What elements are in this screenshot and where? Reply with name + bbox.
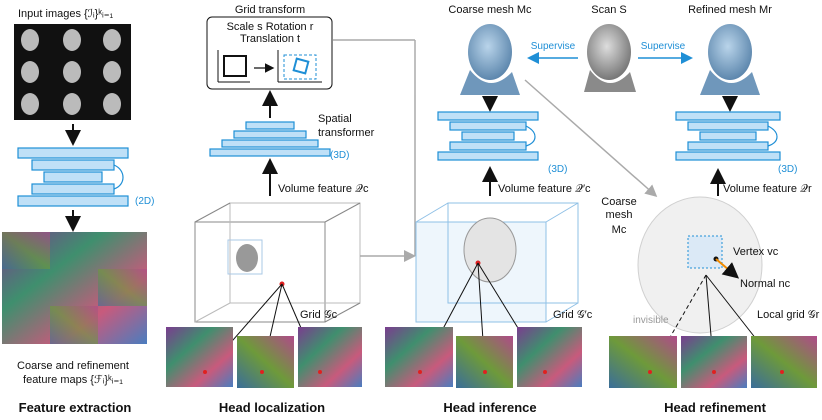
spatial-transformer-1: Spatial — [318, 113, 352, 125]
volume-feature-qr: Volume feature 𝒬r — [723, 183, 812, 195]
refined-mesh-head — [700, 24, 760, 95]
volume-feature-qc-prime: Volume feature 𝒬′c — [498, 183, 591, 195]
feature-maps-grid — [2, 232, 147, 344]
coarse-mesh-1: Coarse — [601, 196, 636, 208]
feature-maps-label-1: Coarse and refinement — [17, 360, 129, 372]
feature-extraction-column: Input images {ℐᵢ}ᵏᵢ₌₁ (2D) Coarse an — [2, 8, 154, 415]
input-images-label: Input images {ℐᵢ}ᵏᵢ₌₁ — [18, 8, 114, 20]
refinement-feature-samples — [609, 336, 817, 388]
local-grid-label: Local grid 𝒢r — [757, 309, 820, 321]
grid-transform-title: Grid transform — [235, 4, 305, 16]
spatial-net-tag: (3D) — [330, 150, 349, 161]
grid-gc: Grid 𝒢c — [300, 309, 338, 321]
scan-head — [584, 24, 636, 92]
inference-net — [437, 111, 539, 161]
inference-feature-samples — [385, 327, 582, 388]
grid-gc-prime: Grid 𝒢′c — [553, 309, 593, 321]
spatial-transformer-2: transformer — [318, 127, 375, 139]
refinement-net — [675, 111, 781, 161]
supervise-right-label: Supervise — [641, 41, 686, 52]
supervise-left-label: Supervise — [531, 41, 576, 52]
encoder-2d-tag: (2D) — [135, 196, 154, 207]
coarse-mesh-3: Mc — [612, 224, 627, 236]
inference-net-tag: (3D) — [548, 164, 567, 175]
feature-extraction-title: Feature extraction — [19, 400, 132, 415]
input-images-grid — [14, 24, 131, 120]
refinement-net-tag: (3D) — [778, 164, 797, 175]
coarse-mesh-head — [460, 24, 520, 95]
head-refinement-column: Scan S Refined mesh Mr Supervise (3D) Vo… — [524, 4, 820, 415]
encoder-2d — [17, 147, 129, 207]
refinement-mesh-closeup — [637, 196, 763, 334]
grid-transform-box — [206, 16, 333, 90]
localization-feature-samples — [166, 327, 362, 388]
head-inference-title: Head inference — [443, 400, 536, 415]
localization-volume-cube — [194, 202, 361, 323]
normal-label: Normal nc — [740, 278, 791, 290]
vertex-label: Vertex vc — [733, 246, 779, 258]
coarse-mesh-2: mesh — [606, 209, 633, 221]
grid-transform-sketch — [217, 50, 322, 83]
coarse-mesh-label: Coarse mesh Mc — [448, 4, 532, 16]
invisible-label: invisible — [633, 315, 669, 326]
head-inference-column: Coarse mesh Mc Supervise (3D) Volume fea… — [360, 4, 593, 415]
grid-transform-line1: Scale s Rotation r — [227, 21, 314, 33]
volume-feature-qc: Volume feature 𝒬c — [278, 183, 369, 195]
scan-label: Scan S — [591, 4, 626, 16]
head-localization-title: Head localization — [219, 400, 325, 415]
inference-volume-cube — [415, 202, 579, 323]
spatial-transformer-net — [209, 121, 331, 157]
grid-transform-line2: Translation t — [240, 33, 300, 45]
head-localization-column: Grid transform Scale s Rotation r Transl… — [166, 4, 416, 415]
refined-mesh-label: Refined mesh Mr — [688, 4, 772, 16]
feature-maps-label-2: feature maps {ℱᵢ}ᵏᵢ₌₁ — [23, 374, 123, 386]
head-refinement-title: Head refinement — [664, 400, 767, 415]
